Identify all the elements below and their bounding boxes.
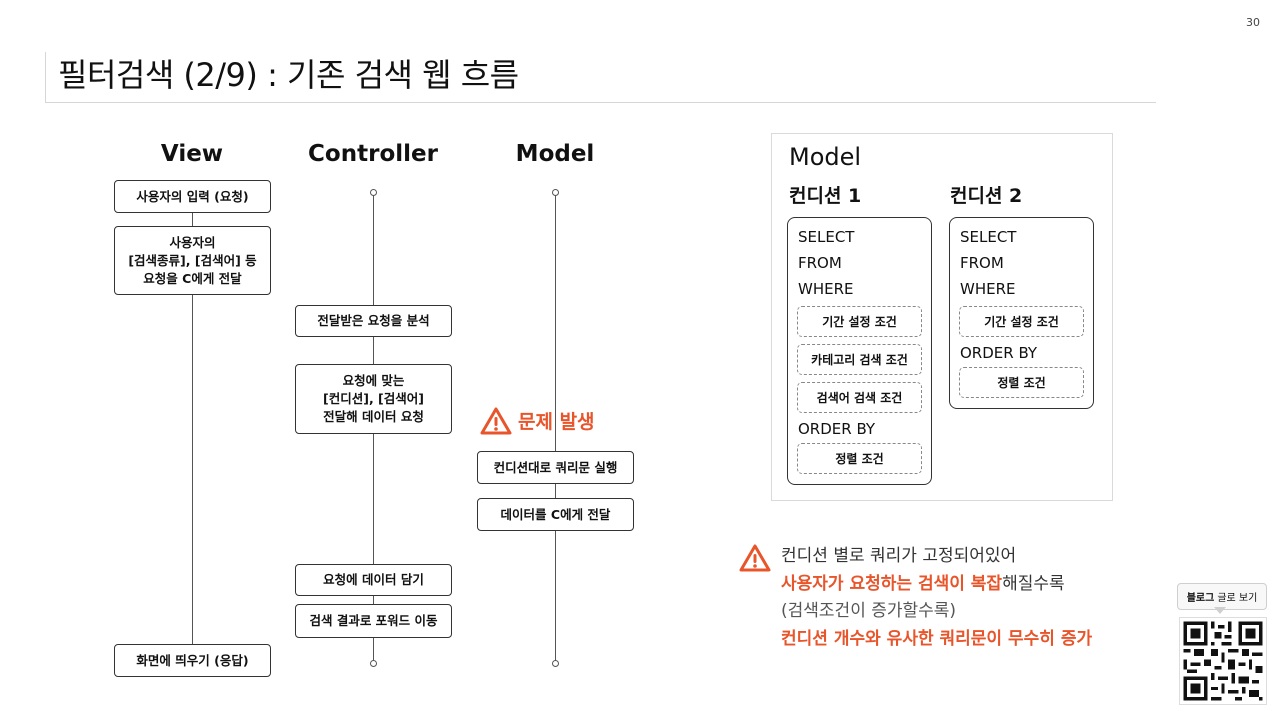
condition2-title: 컨디션 2 [950,185,1023,207]
page-title: 필터검색 (2/9) : 기존 검색 웹 흐름 [58,56,519,94]
condition1-category-condition: 카테고리 검색 조건 [797,344,922,375]
condition1-query-box [787,217,932,485]
model-return-box: 데이터를 C에게 전달 [477,498,634,531]
model-panel-title: Model [789,143,862,171]
condition2-where: WHERE [960,280,1016,298]
condition1-where: WHERE [798,280,854,298]
model-column-header: Model [515,141,595,167]
model-lifeline [555,194,556,662]
note-line-2-highlight: 사용자가 요청하는 검색이 복잡 [781,573,1003,594]
blog-label-bold: 블로그 [1186,593,1215,604]
condition2-query-box [949,217,1094,409]
condition1-sort-condition: 정렬 조건 [797,443,922,474]
condition2-order-by: ORDER BY [960,344,1038,362]
blog-label-rest: 글로 보기 [1217,593,1258,604]
view-response-box: 화면에 띄우기 (응답) [114,644,271,677]
warning-icon [480,407,512,435]
note-line-4: 컨디션 개수와 유사한 쿼리문이 무수히 증가 [781,628,1093,649]
note-line-2-rest: 해질수록 [1002,573,1065,594]
condition2-period-condition: 기간 설정 조건 [959,306,1084,337]
controller-end-dot [370,660,377,667]
problem-label: 문제 발생 [518,411,595,433]
note-line-3: (검색조건이 증가할수록) [781,601,957,621]
view-send-box: 사용자의 [검색종류], [검색어] 등 요청을 C에게 전달 [114,226,271,295]
controller-hold-box: 요청에 데이터 담기 [295,564,452,596]
model-start-dot [552,189,559,196]
condition1-title: 컨디션 1 [789,185,862,207]
problem-note: 컨디션 별로 쿼리가 고정되어있어 사용자가 요청하는 검색이 복잡해질수록 (… [739,543,1092,653]
view-request-box: 사용자의 입력 (요청) [114,180,271,213]
slide-number: 30 [1246,16,1260,29]
controller-analyze-box: 전달받은 요청을 분석 [295,305,452,337]
controller-request-box: 요청에 맞는 [컨디션], [검색어] 전달해 데이터 요청 [295,364,452,434]
condition2-from: FROM [960,254,1004,272]
controller-column-header: Controller [308,141,438,167]
condition1-period-condition: 기간 설정 조건 [797,306,922,337]
qr-code-icon[interactable] [1179,617,1267,705]
condition1-from: FROM [798,254,842,272]
warning-icon [739,544,771,572]
blog-label-tail [1214,607,1226,614]
condition2-sort-condition: 정렬 조건 [959,367,1084,398]
controller-forward-box: 검색 결과로 포워드 이동 [295,604,452,638]
problem-marker: 문제 발생 [480,406,595,435]
condition1-select: SELECT [798,228,855,246]
model-query-box: 컨디션대로 쿼리문 실행 [477,451,634,484]
condition1-keyword-condition: 검색어 검색 조건 [797,382,922,413]
note-line-1: 컨디션 별로 쿼리가 고정되어있어 [781,546,1017,566]
view-column-header: View [160,141,224,167]
condition2-select: SELECT [960,228,1017,246]
note-line-2: 사용자가 요청하는 검색이 복잡해질수록 [781,571,1092,599]
view-lifeline [192,192,193,662]
condition1-order-by: ORDER BY [798,420,876,438]
model-end-dot [552,660,559,667]
title-underline [45,52,1156,103]
controller-start-dot [370,189,377,196]
